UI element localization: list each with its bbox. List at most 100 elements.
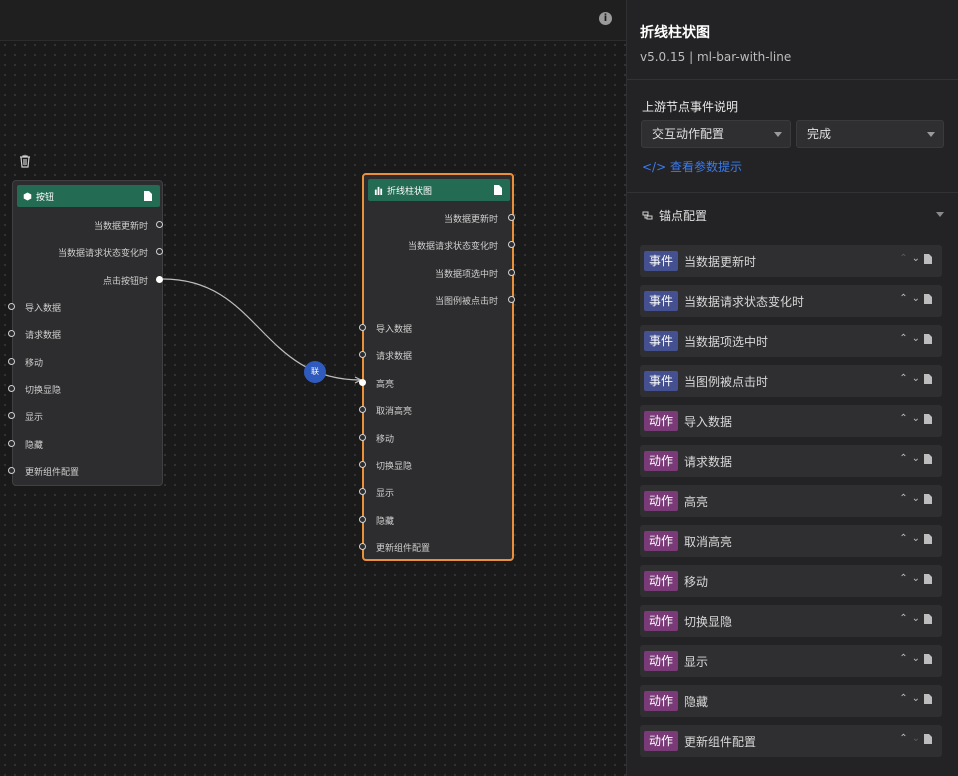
- move-down-icon[interactable]: ⌄: [911, 373, 920, 384]
- move-up-icon[interactable]: ⌃: [899, 573, 908, 584]
- move-up-icon[interactable]: ⌃: [899, 493, 908, 504]
- document-icon[interactable]: [924, 453, 932, 464]
- node-title: 按钮: [36, 192, 55, 203]
- anchor-item[interactable]: 动作更新组件配置⌃⌄: [640, 725, 942, 757]
- action-config-select[interactable]: 交互动作配置: [641, 120, 791, 148]
- document-icon[interactable]: [924, 653, 932, 664]
- input-port[interactable]: [8, 357, 15, 365]
- move-up-icon[interactable]: ⌃: [899, 693, 908, 704]
- view-params-link[interactable]: </> 查看参数提示: [642, 158, 742, 175]
- anchor-item[interactable]: 事件当图例被点击时⌃⌄: [640, 365, 942, 397]
- move-up-icon[interactable]: ⌃: [899, 293, 908, 304]
- input-port[interactable]: [8, 466, 15, 474]
- move-up-icon[interactable]: ⌃: [899, 373, 908, 384]
- move-down-icon[interactable]: ⌄: [911, 573, 920, 584]
- document-icon[interactable]: [924, 533, 932, 544]
- input-port[interactable]: [359, 406, 366, 414]
- flow-canvas[interactable]: i 联 按钮 当数据更新时当数据请求状态变化时点击按钮时导入数据请求数据移动切换…: [0, 0, 626, 776]
- document-icon[interactable]: [924, 493, 932, 504]
- document-icon[interactable]: [924, 693, 932, 704]
- input-port[interactable]: [359, 461, 366, 468]
- anchor-item-label: 当数据请求状态变化时: [684, 294, 805, 309]
- move-down-icon[interactable]: ⌄: [911, 733, 920, 744]
- input-port[interactable]: [359, 378, 366, 386]
- node-header[interactable]: 按钮: [17, 185, 160, 207]
- document-icon[interactable]: [924, 733, 932, 744]
- move-down-icon[interactable]: ⌄: [911, 653, 920, 664]
- divider: [627, 192, 958, 193]
- output-port[interactable]: [156, 275, 163, 283]
- input-port[interactable]: [359, 324, 366, 331]
- output-anchor-label: 当数据请求状态变化时: [57, 249, 148, 260]
- input-port[interactable]: [359, 488, 366, 496]
- move-up-icon[interactable]: ⌃: [899, 253, 908, 264]
- move-down-icon[interactable]: ⌄: [911, 253, 920, 264]
- output-port[interactable]: [508, 268, 515, 276]
- input-port[interactable]: [359, 433, 366, 441]
- move-down-icon[interactable]: ⌄: [911, 453, 920, 464]
- output-port[interactable]: [156, 221, 163, 228]
- document-icon[interactable]: [494, 185, 502, 195]
- move-up-icon[interactable]: ⌃: [899, 613, 908, 624]
- anchor-item[interactable]: 动作取消高亮⌃⌄: [640, 525, 942, 557]
- node-header[interactable]: 折线柱状图: [368, 179, 510, 201]
- move-down-icon[interactable]: ⌄: [911, 493, 920, 504]
- output-anchor-label: 当数据项选中时: [434, 269, 498, 280]
- output-port[interactable]: [508, 296, 515, 304]
- document-icon[interactable]: [144, 191, 152, 201]
- input-port[interactable]: [359, 543, 366, 551]
- move-down-icon[interactable]: ⌄: [911, 293, 920, 304]
- output-port[interactable]: [508, 241, 515, 249]
- document-icon[interactable]: [924, 293, 932, 304]
- edge-badge[interactable]: 联: [304, 361, 326, 383]
- status-select[interactable]: 完成: [796, 120, 944, 148]
- move-down-icon[interactable]: ⌄: [911, 613, 920, 624]
- input-port[interactable]: [359, 515, 366, 523]
- input-port[interactable]: [8, 384, 15, 392]
- anchor-item-label: 当图例被点击时: [684, 374, 769, 389]
- item-controls: ⌃⌄: [899, 733, 932, 744]
- anchor-item[interactable]: 事件当数据更新时⌃⌄: [640, 245, 942, 277]
- move-down-icon[interactable]: ⌄: [911, 413, 920, 424]
- move-down-icon[interactable]: ⌄: [911, 333, 920, 344]
- move-up-icon[interactable]: ⌃: [899, 653, 908, 664]
- anchor-item[interactable]: 动作请求数据⌃⌄: [640, 445, 942, 477]
- move-up-icon[interactable]: ⌃: [899, 453, 908, 464]
- anchor-item[interactable]: 动作导入数据⌃⌄: [640, 405, 942, 437]
- input-port[interactable]: [8, 412, 15, 420]
- anchor-section-header[interactable]: 锚点配置: [642, 207, 707, 224]
- node-button[interactable]: 按钮 当数据更新时当数据请求状态变化时点击按钮时导入数据请求数据移动切换显隐显示…: [8, 180, 163, 486]
- anchor-item[interactable]: 动作切换显隐⌃⌄: [640, 605, 942, 637]
- document-icon[interactable]: [924, 613, 932, 624]
- input-port[interactable]: [359, 351, 366, 359]
- info-icon[interactable]: i: [599, 12, 612, 25]
- chevron-down-icon[interactable]: [936, 212, 944, 217]
- output-port[interactable]: [508, 214, 515, 221]
- item-controls: ⌃⌄: [899, 453, 932, 464]
- divider: [627, 79, 958, 80]
- output-port[interactable]: [156, 248, 163, 256]
- document-icon[interactable]: [924, 333, 932, 344]
- move-down-icon[interactable]: ⌄: [911, 533, 920, 544]
- node-bar-line-chart[interactable]: 折线柱状图 当数据更新时当数据请求状态变化时当数据项选中时当图例被点击时导入数据…: [359, 173, 515, 561]
- move-down-icon[interactable]: ⌄: [911, 693, 920, 704]
- anchor-item[interactable]: 动作高亮⌃⌄: [640, 485, 942, 517]
- move-up-icon[interactable]: ⌃: [899, 533, 908, 544]
- trash-icon[interactable]: [18, 154, 32, 168]
- move-up-icon[interactable]: ⌃: [899, 333, 908, 344]
- input-port[interactable]: [8, 439, 15, 447]
- document-icon[interactable]: [924, 413, 932, 424]
- input-port[interactable]: [8, 303, 15, 310]
- anchor-item[interactable]: 动作显示⌃⌄: [640, 645, 942, 677]
- move-up-icon[interactable]: ⌃: [899, 733, 908, 744]
- anchor-item[interactable]: 事件当数据项选中时⌃⌄: [640, 325, 942, 357]
- anchor-item[interactable]: 动作移动⌃⌄: [640, 565, 942, 597]
- anchor-item[interactable]: 动作隐藏⌃⌄: [640, 685, 942, 717]
- move-up-icon[interactable]: ⌃: [899, 413, 908, 424]
- document-icon[interactable]: [924, 373, 932, 384]
- document-icon[interactable]: [924, 253, 932, 264]
- anchor-item-label: 导入数据: [684, 414, 733, 429]
- anchor-item[interactable]: 事件当数据请求状态变化时⌃⌄: [640, 285, 942, 317]
- document-icon[interactable]: [924, 573, 932, 584]
- input-port[interactable]: [8, 330, 15, 338]
